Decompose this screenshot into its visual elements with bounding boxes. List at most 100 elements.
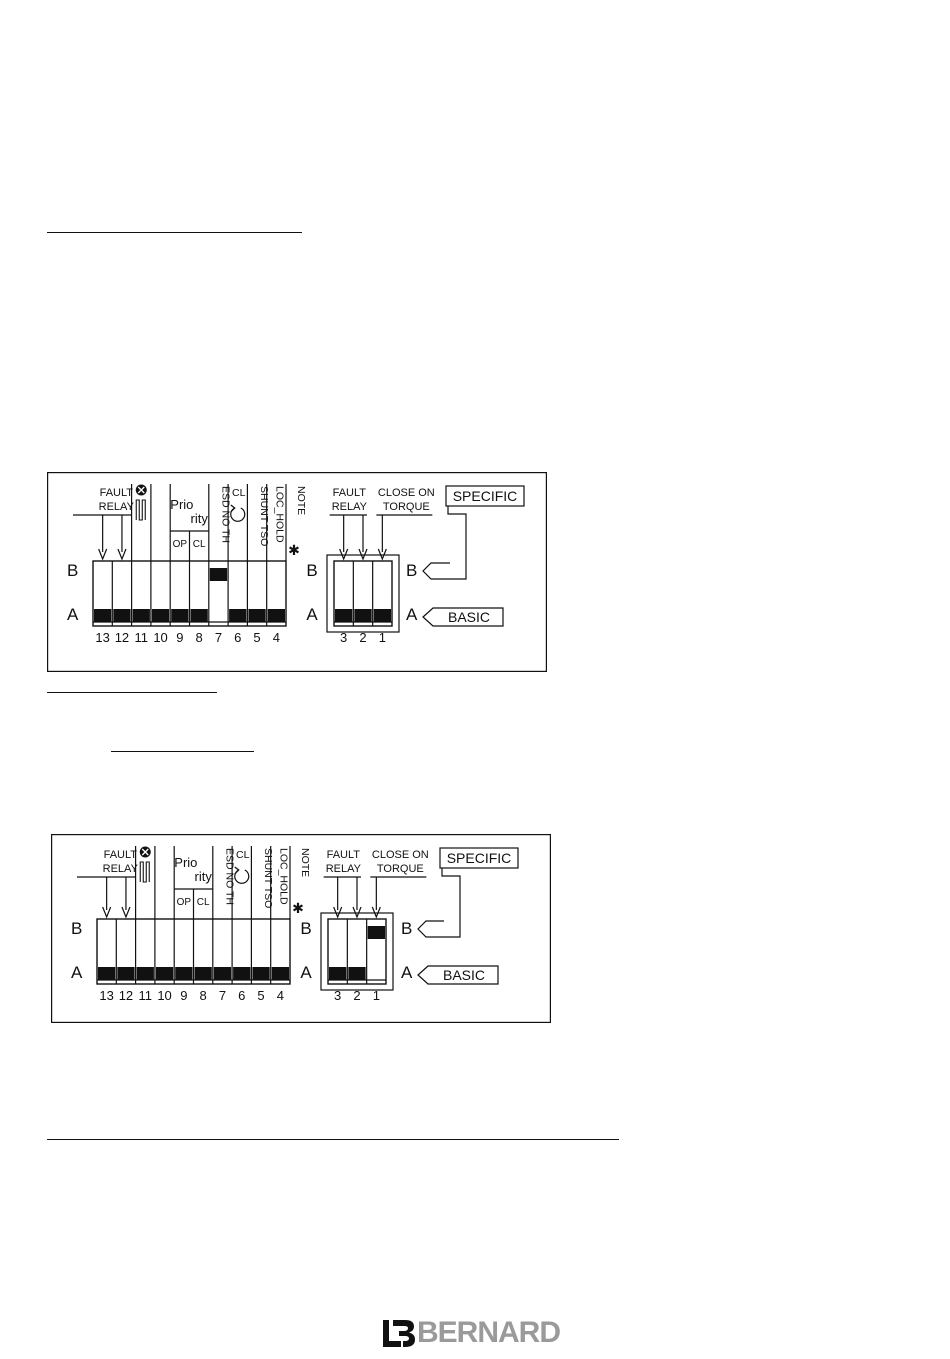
d1-main-switch-number-10: 10 bbox=[153, 630, 167, 645]
d1-op-label: OP bbox=[173, 539, 188, 550]
d2-main-switch-number-5: 5 bbox=[257, 988, 264, 1003]
d2-row-a-label-right: A bbox=[401, 963, 413, 982]
d2-small-fault-label-1: FAULT bbox=[327, 849, 361, 861]
d1-small-switch-knob-2 bbox=[373, 609, 391, 622]
d2-small-switch-knob-2 bbox=[367, 926, 385, 939]
d2-main-switch-number-10: 10 bbox=[157, 988, 171, 1003]
d1-fault-arrow-12-head-icon bbox=[117, 548, 127, 561]
d1-fault-relay-label-2: RELAY bbox=[99, 501, 135, 513]
d1-main-switch-knob-2 bbox=[132, 609, 150, 622]
d1-main-switch-number-11: 11 bbox=[135, 630, 149, 645]
d1-asterisk-label: ✱ bbox=[288, 542, 300, 558]
heading-underline-3 bbox=[111, 751, 254, 752]
d1-row-a-label-right: A bbox=[406, 605, 418, 624]
d2-gauge-icon-cross bbox=[141, 848, 149, 856]
d2-close-on-label-1: CLOSE ON bbox=[372, 849, 429, 861]
d1-main-switch-knob-8 bbox=[248, 609, 266, 622]
d2-cl-rot-label: CL bbox=[236, 849, 250, 861]
d2-main-switch-knob-6 bbox=[213, 967, 232, 980]
d1-rotate-arrow-head-icon bbox=[230, 504, 236, 513]
d2-small-switch-knob-0 bbox=[329, 967, 347, 980]
d1-main-switch-number-12: 12 bbox=[115, 630, 129, 645]
d1-close-on-label-2: TORQUE bbox=[383, 501, 430, 513]
d2-fault-relay-label-1: FAULT bbox=[104, 849, 138, 861]
d1-main-switch-knob-7 bbox=[229, 609, 247, 622]
d2-main-switch-number-9: 9 bbox=[180, 988, 187, 1003]
d1-small-switch-knob-1 bbox=[354, 609, 372, 622]
d2-loc-hold-label: LOC_HOLD bbox=[277, 848, 289, 905]
d1-specific-label: SPECIFIC bbox=[453, 488, 518, 504]
d1-priority-label-1: Prio bbox=[170, 497, 193, 512]
d1-main-switch-knob-9 bbox=[267, 609, 285, 622]
d2-esd-label: ESD NO TH bbox=[223, 848, 235, 905]
d1-shunt-label: SHUNT TSO bbox=[258, 486, 270, 546]
d2-asterisk-label: ✱ bbox=[292, 900, 304, 916]
d2-main-switch-number-4: 4 bbox=[277, 988, 284, 1003]
d1-fault-arrow-13-head-icon bbox=[98, 548, 108, 561]
d1-esd-label: ESD NO TH bbox=[219, 486, 231, 543]
d2-small-fault-arrow-3-head-icon bbox=[333, 906, 343, 919]
d2-main-switch-number-7: 7 bbox=[219, 988, 226, 1003]
d2-main-switch-knob-2 bbox=[136, 967, 154, 980]
d2-op-label: OP bbox=[177, 897, 192, 908]
d2-close-on-arrow-1-head-icon bbox=[371, 906, 381, 919]
d2-shunt-label: SHUNT TSO bbox=[262, 848, 274, 908]
bernard-logo-text: BERNARD bbox=[417, 1316, 561, 1349]
d1-main-switch-number-13: 13 bbox=[95, 630, 109, 645]
d1-small-fault-arrow-3-head-icon bbox=[339, 548, 349, 561]
d1-main-switch-number-8: 8 bbox=[196, 630, 203, 645]
d1-cl-label: CL bbox=[193, 539, 206, 550]
d1-fault-relay-label-1: FAULT bbox=[100, 487, 134, 499]
bernard-logo: BERNARD bbox=[383, 1316, 583, 1350]
d1-pulse-icon bbox=[135, 499, 146, 521]
d2-small-fault-arrow-2-head-icon bbox=[352, 906, 362, 919]
d2-note-label: NOTE bbox=[299, 848, 311, 877]
d2-main-switch-knob-0 bbox=[98, 967, 116, 980]
d2-fault-arrow-13-head-icon bbox=[102, 906, 112, 919]
d2-pulse-icon bbox=[139, 861, 150, 883]
d1-small-switch-knob-0 bbox=[335, 609, 353, 622]
d2-main-switch-knob-1 bbox=[117, 967, 135, 980]
d1-main-switch-number-5: 5 bbox=[253, 630, 260, 645]
d1-main-switch-knob-5 bbox=[190, 609, 208, 622]
d2-priority-label-1: Prio bbox=[174, 855, 197, 870]
d1-gauge-icon-cross bbox=[137, 486, 145, 494]
d1-loc-hold-label: LOC_HOLD bbox=[273, 486, 285, 543]
d1-close-on-label-1: CLOSE ON bbox=[378, 487, 435, 499]
d2-row-a-label-left: A bbox=[71, 963, 83, 982]
d1-outer-frame bbox=[47, 472, 547, 672]
d2-cl-label: CL bbox=[197, 897, 210, 908]
d2-specific-box bbox=[439, 847, 519, 869]
d1-priority-label-2: rity bbox=[191, 511, 209, 526]
d2-small-switch-number-2: 2 bbox=[353, 988, 360, 1003]
d2-row-b-label-left: B bbox=[71, 919, 82, 938]
d1-main-switch-knob-1 bbox=[113, 609, 131, 622]
heading-underline-4 bbox=[47, 1139, 619, 1140]
d1-small-switch-number-2: 2 bbox=[359, 630, 366, 645]
d1-row-a-label-left: A bbox=[67, 605, 79, 624]
d1-main-switch-number-4: 4 bbox=[273, 630, 280, 645]
d2-fault-relay-label-2: RELAY bbox=[103, 863, 139, 875]
d2-small-switch-number-1: 1 bbox=[373, 988, 380, 1003]
d2-small-fault-label-2: RELAY bbox=[326, 863, 362, 875]
d1-main-switch-number-6: 6 bbox=[234, 630, 241, 645]
d1-close-on-arrow-1-head-icon bbox=[377, 548, 387, 561]
d2-main-switch-knob-4 bbox=[175, 967, 193, 980]
d2-rotate-arrow-head-icon bbox=[234, 866, 240, 875]
d2-main-switch-number-8: 8 bbox=[200, 988, 207, 1003]
heading-underline-2 bbox=[47, 692, 217, 693]
d1-basic-box bbox=[422, 607, 504, 627]
d1-basic-label: BASIC bbox=[448, 609, 490, 625]
d2-main-switch-knob-3 bbox=[155, 967, 174, 980]
d1-main-switch-knob-0 bbox=[94, 609, 112, 622]
d1-main-switch-knob-6 bbox=[209, 568, 228, 581]
d1-main-switch-knob-3 bbox=[151, 609, 170, 622]
d1-row-a-label-mid: A bbox=[306, 605, 318, 624]
d2-main-switch-knob-5 bbox=[194, 967, 212, 980]
d2-basic-box bbox=[417, 965, 499, 985]
d1-specific-box bbox=[445, 485, 525, 507]
